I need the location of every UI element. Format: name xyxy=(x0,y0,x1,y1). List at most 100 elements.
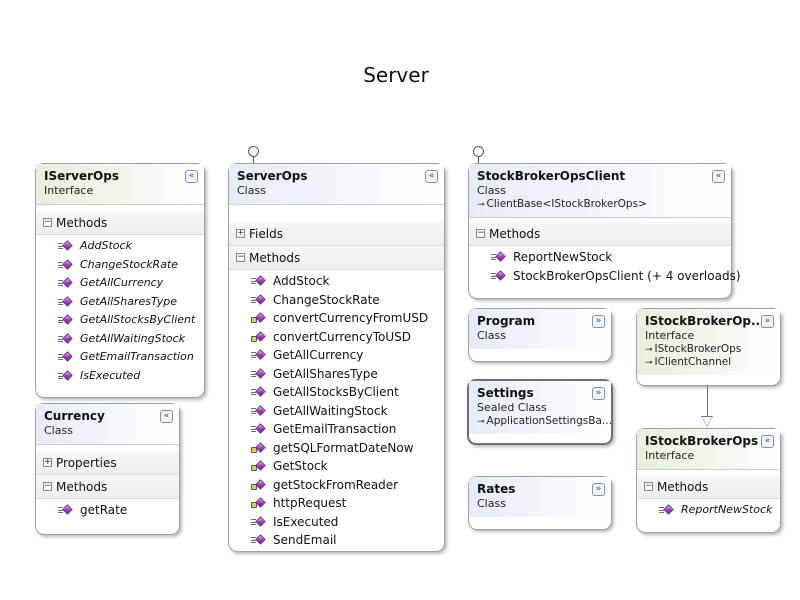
iserverops-header[interactable]: IServerOps Interface « xyxy=(36,164,204,205)
collapse-toggle-icon[interactable]: « xyxy=(425,170,438,183)
private-method-icon xyxy=(251,312,266,324)
method-item[interactable]: getSQLFormatDateNow xyxy=(229,439,444,458)
method-icon xyxy=(251,534,266,546)
method-item[interactable]: GetAllCurrency xyxy=(36,274,204,293)
inheritance-arrow-icon: ⊸ xyxy=(477,200,485,210)
expand-plus-icon[interactable]: + xyxy=(236,228,245,238)
method-icon xyxy=(491,251,506,263)
collapse-toggle-icon[interactable]: « xyxy=(160,410,173,423)
method-item[interactable]: SendEmail xyxy=(229,531,444,550)
method-item[interactable]: GetAllSharesType xyxy=(229,365,444,384)
compartment-label: Methods xyxy=(56,480,108,494)
shape-name: Program xyxy=(477,314,536,328)
program-shape[interactable]: Program Class » xyxy=(468,308,612,362)
program-header[interactable]: Program Class » xyxy=(469,309,611,349)
collapse-toggle-icon[interactable]: « xyxy=(712,170,725,183)
istockbrokeropschannel-shape[interactable]: IStockBrokerOp... Interface ⊸IStockBroke… xyxy=(636,308,781,386)
methods-compartment-header[interactable]: − Methods xyxy=(36,211,204,235)
base-interface-label: ⊸IClientChannel xyxy=(645,356,772,369)
method-item[interactable]: GetAllWaitingStock xyxy=(36,330,204,349)
shape-kind: Class xyxy=(237,184,266,197)
method-name: getRate xyxy=(80,503,128,517)
method-item[interactable]: GetAllSharesType xyxy=(36,293,204,312)
serverops-header[interactable]: ServerOps Class « xyxy=(229,164,444,205)
method-item[interactable]: AddStock xyxy=(36,237,204,256)
rates-shape[interactable]: Rates Class » xyxy=(468,476,612,530)
method-name: getStockFromReader xyxy=(273,477,399,492)
expand-toggle-icon[interactable]: » xyxy=(592,483,605,496)
method-item[interactable]: IsExecuted xyxy=(36,367,204,386)
method-item[interactable]: ChangeStockRate xyxy=(229,291,444,310)
method-item[interactable]: ReportNewStock xyxy=(469,248,731,267)
methods-compartment-header[interactable]: − Methods xyxy=(637,475,780,499)
collapse-toggle-icon[interactable]: « xyxy=(185,170,198,183)
collapse-minus-icon[interactable]: − xyxy=(43,217,52,227)
expand-toggle-icon[interactable]: » xyxy=(592,315,605,328)
method-name: GetAllStocksByClient xyxy=(80,313,196,326)
method-name: IsExecuted xyxy=(80,368,141,382)
base-interface-label: ⊸IStockBrokerOps xyxy=(645,343,772,356)
method-item[interactable]: convertCurrencyToUSD xyxy=(229,328,444,347)
method-item[interactable]: httpRequest xyxy=(229,494,444,513)
method-item[interactable]: ReportNewStock xyxy=(637,501,780,520)
rates-header[interactable]: Rates Class » xyxy=(469,477,611,517)
method-item[interactable]: AddStock xyxy=(229,272,444,291)
collapse-minus-icon[interactable]: − xyxy=(236,252,245,262)
base-class-text: ClientBase<IStockBrokerOps> xyxy=(486,198,647,210)
method-item[interactable]: StockBrokerOpsClient (+ 4 overloads) xyxy=(469,267,741,286)
currency-shape[interactable]: Currency Class « + Properties − Methods … xyxy=(35,403,180,535)
methods-compartment-header[interactable]: − Methods xyxy=(36,475,179,499)
expand-plus-icon[interactable]: + xyxy=(43,457,52,467)
method-name: GetAllCurrency xyxy=(80,276,164,289)
stockbrokeropsclient-header[interactable]: StockBrokerOpsClient Class ⊸ClientBase<I… xyxy=(469,164,731,218)
method-item[interactable]: IsExecuted xyxy=(229,513,444,532)
settings-shape[interactable]: Settings Sealed Class ⊸ApplicationSettin… xyxy=(467,379,613,445)
diagram-title: Server xyxy=(363,63,429,87)
method-name: GetAllSharesType xyxy=(80,294,177,308)
expand-toggle-icon[interactable]: » xyxy=(592,387,605,400)
method-item[interactable]: getStockFromReader xyxy=(229,476,444,495)
method-item[interactable]: GetEmailTransaction xyxy=(36,348,204,367)
collapse-minus-icon[interactable]: − xyxy=(644,481,653,491)
method-item[interactable]: GetEmailTransaction xyxy=(229,420,444,439)
method-name: AddStock xyxy=(273,274,330,288)
method-item[interactable]: GetStock xyxy=(229,457,444,476)
serverops-lollipop-line xyxy=(253,157,254,165)
istockbrokerops-shape[interactable]: IStockBrokerOps Interface « − Methods Re… xyxy=(636,428,781,533)
method-icon xyxy=(251,386,266,398)
methods-compartment-header[interactable]: − Methods xyxy=(229,246,444,270)
settings-header[interactable]: Settings Sealed Class ⊸ApplicationSettin… xyxy=(469,381,612,434)
method-icon xyxy=(251,367,266,380)
shape-kind: Class xyxy=(477,329,506,342)
method-icon xyxy=(251,349,266,361)
method-icon xyxy=(58,332,73,345)
properties-compartment-header[interactable]: + Properties xyxy=(36,451,179,475)
method-item[interactable]: GetAllCurrency xyxy=(229,346,444,365)
shape-kind: Interface xyxy=(645,449,695,462)
methods-compartment-header[interactable]: − Methods xyxy=(469,222,731,246)
iserverops-shape[interactable]: IServerOps Interface « − Methods AddStoc… xyxy=(35,163,205,398)
method-name: getSQLFormatDateNow xyxy=(273,440,414,455)
stockbrokeropsclient-shape[interactable]: StockBrokerOpsClient Class ⊸ClientBase<I… xyxy=(468,163,741,299)
serverops-shape[interactable]: ServerOps Class « + Fields − Methods Add… xyxy=(228,163,445,552)
expand-toggle-icon[interactable]: » xyxy=(761,315,774,328)
collapse-minus-icon[interactable]: − xyxy=(476,228,485,238)
istockbrokerops-header[interactable]: IStockBrokerOps Interface « xyxy=(637,429,780,470)
methods-list: ReportNewStock xyxy=(637,499,780,524)
istockbrokeropschannel-header[interactable]: IStockBrokerOp... Interface ⊸IStockBroke… xyxy=(637,309,780,375)
collapse-minus-icon[interactable]: − xyxy=(43,481,52,491)
method-item[interactable]: ChangeStockRate xyxy=(36,256,204,275)
method-item[interactable]: GetAllStocksByClient xyxy=(36,311,204,330)
shape-name: IStockBrokerOp... xyxy=(645,314,765,328)
currency-header[interactable]: Currency Class « xyxy=(36,404,179,445)
method-name: GetAllWaitingStock xyxy=(80,331,186,345)
method-item[interactable]: GetAllStocksByClient xyxy=(229,383,444,402)
collapse-toggle-icon[interactable]: « xyxy=(761,435,774,448)
method-item[interactable]: convertCurrencyFromUSD xyxy=(229,309,444,328)
fields-compartment-header[interactable]: + Fields xyxy=(229,222,444,246)
method-item[interactable]: GetAllWaitingStock xyxy=(229,402,444,421)
compartment-label: Properties xyxy=(56,456,117,470)
client-lollipop-line xyxy=(478,157,479,165)
method-item[interactable]: getRate xyxy=(36,501,179,520)
method-name: AddStock xyxy=(80,239,132,252)
